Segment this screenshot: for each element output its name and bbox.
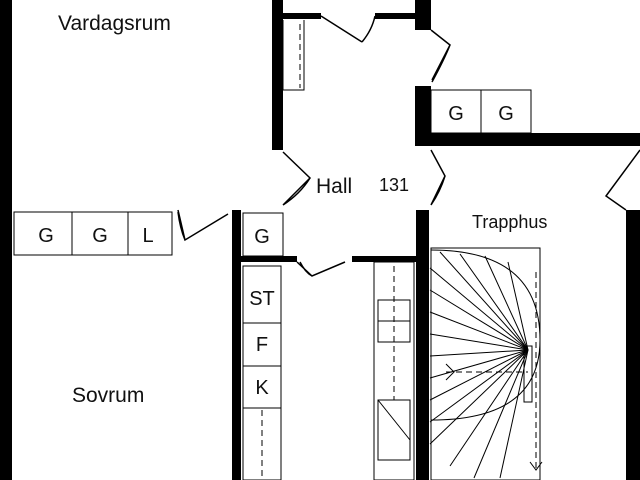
wall-top-stub-2: [375, 13, 415, 19]
door-stair-right: [604, 149, 640, 211]
wall-bedroom-right: [232, 210, 241, 480]
wall-closet-left: [415, 86, 431, 146]
wall-right-outer: [626, 210, 640, 480]
wall-closet-bottom: [415, 133, 640, 146]
wall-left-outer: [0, 0, 12, 480]
door-hall-stair: [430, 149, 446, 206]
cabinet-label: G: [92, 225, 108, 247]
staircase: [429, 247, 543, 480]
cabinet-label: F: [256, 334, 268, 356]
cabinet-label: L: [142, 225, 153, 247]
door-living-hall: [282, 151, 312, 206]
doors: [177, 15, 640, 277]
wall-stair-left: [416, 210, 429, 480]
cabinet-label: ST: [249, 288, 275, 310]
cabinet-label: G: [254, 226, 270, 248]
wall-top-stub: [283, 13, 321, 19]
door-upper-right: [430, 29, 451, 83]
room-label-living: Vardagsrum: [58, 12, 171, 35]
room-label-hall: Hall: [316, 175, 352, 198]
bedroom-wardrobe-column: ST F K: [242, 265, 282, 480]
cabinet-label: K: [255, 377, 269, 399]
wall-hall-lower-left: [241, 256, 297, 262]
room-label-stair: Trapphus: [472, 212, 547, 232]
door-hall-lower: [296, 261, 346, 277]
door-top: [320, 15, 376, 43]
door-bedroom: [177, 209, 229, 242]
room-area: 131: [379, 175, 409, 195]
cabinet-label: G: [498, 103, 514, 125]
closet-cabinets: G G: [430, 89, 532, 134]
wall-living-hall: [272, 0, 283, 150]
cabinet-label: G: [38, 225, 54, 247]
hall-corridor-storage: [373, 261, 415, 480]
wall-upper-right: [415, 0, 431, 30]
cabinet-label: G: [448, 103, 464, 125]
hall-cabinet: G: [242, 212, 284, 257]
hall-wardrobe: [282, 20, 305, 91]
bedroom-cabinets: G G L: [13, 211, 173, 256]
room-label-bedroom: Sovrum: [72, 384, 144, 407]
wall-hall-lower-right: [352, 256, 416, 262]
